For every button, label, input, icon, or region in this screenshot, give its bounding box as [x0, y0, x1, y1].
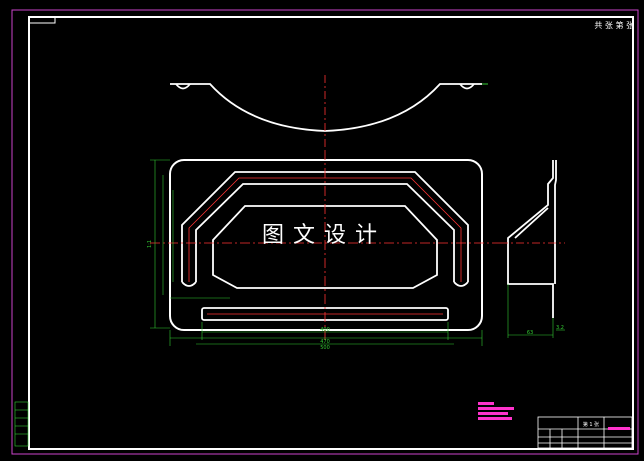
left-legend-strip — [14, 401, 29, 447]
sheet-count-label: 共 张 第 张 — [594, 21, 634, 30]
frame-border — [28, 16, 634, 450]
side-view-dimensions — [507, 284, 565, 338]
top-view — [170, 83, 488, 132]
dim-side-bottom: 63 — [527, 330, 533, 336]
watermark-text: 图文设计 — [262, 223, 387, 248]
dim-bottom-outer: 500 — [320, 345, 330, 351]
title-block-sheet-label: 第 1 张 — [583, 421, 599, 428]
dim-left-vertical: 1:1 — [147, 240, 153, 248]
dim-bottom-mid: 470 — [320, 339, 330, 345]
sheet-border — [11, 9, 639, 455]
dim-bottom-inner: 400 — [320, 327, 330, 333]
dim-side-right: 3.2 — [556, 325, 564, 331]
dimension-lines — [150, 159, 483, 346]
top-left-tab — [28, 16, 56, 24]
title-block — [537, 416, 633, 449]
side-view — [507, 160, 557, 318]
notes-block — [478, 402, 514, 420]
title-block-accent — [608, 427, 630, 430]
